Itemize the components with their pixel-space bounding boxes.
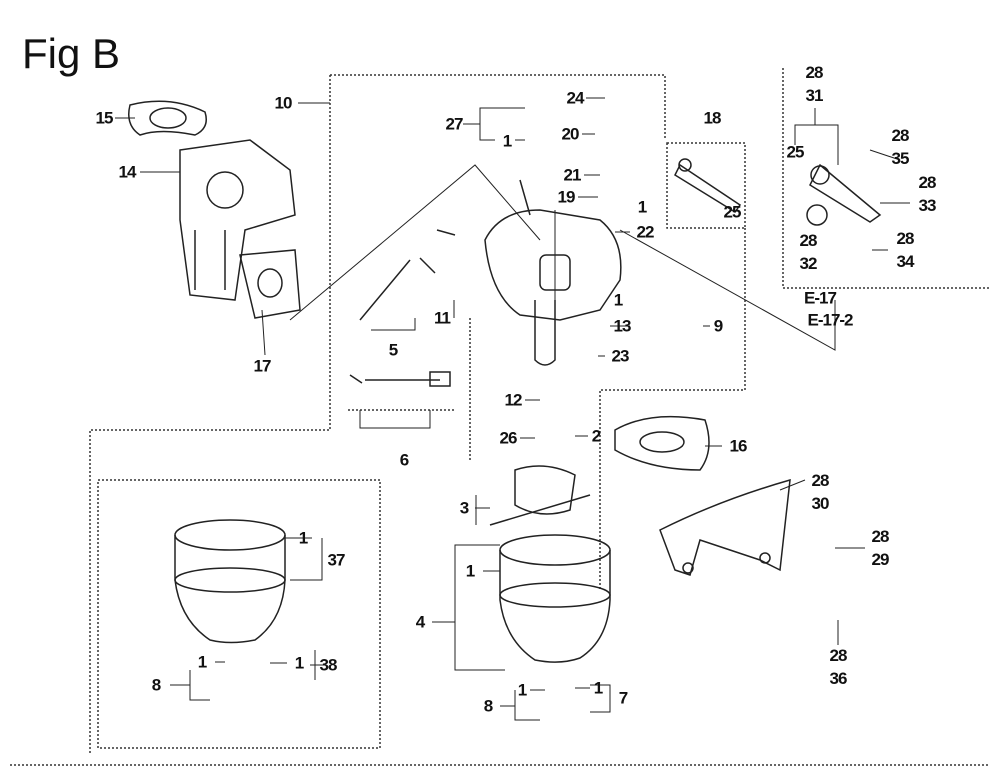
part-float-3 [489,465,591,526]
callout-bottom: 30 [811,494,830,513]
callout-25: 25 [786,142,805,162]
callout-4: 4 [415,612,426,632]
callout-1: 1 [465,561,476,581]
callout-1: 1 [517,680,528,700]
callout-1: 1 [294,653,305,673]
callout-1: 1 [593,678,604,698]
part-gasket-15 [128,100,207,136]
part-screws [349,229,456,387]
callout-24: 24 [566,88,585,108]
callout-10: 10 [274,93,293,113]
callout-1: 1 [637,197,648,217]
part-bracket-30 [659,478,791,576]
callout-17: 17 [253,356,272,376]
callout-top: 28 [896,229,915,248]
callout-1: 1 [502,131,513,151]
callout-8: 8 [483,696,494,716]
callout-2: 2 [591,426,602,446]
callout-7: 7 [618,688,629,708]
callout-1: 1 [298,528,309,548]
part-gasket-17 [239,249,301,319]
callout-bottom: 34 [896,252,915,271]
callout-1: 1 [197,652,208,672]
callout-12: 12 [504,390,523,410]
callout-top: 28 [799,231,818,250]
callout-21: 21 [563,165,582,185]
callout-bottom: 33 [918,196,937,215]
callout-20: 20 [561,124,580,144]
callout-top: 28 [805,63,824,82]
callout-top: 28 [918,173,937,192]
part-lever-18 [674,158,742,214]
callout-25: 25 [723,202,742,222]
callout-15: 15 [95,108,114,128]
callout-top: 28 [829,646,848,665]
callout-1: 1 [613,290,624,310]
part-bowl-37 [174,519,286,644]
callout-18: 18 [703,108,722,128]
callout-23: 23 [611,346,630,366]
part-lever-31 [806,163,882,226]
callout-5: 5 [388,340,399,360]
callout-38: 38 [319,655,338,675]
callout-bottom: 35 [891,149,910,168]
part-gasket-16 [614,415,710,471]
callout-13: 13 [613,316,632,336]
callout-16: 16 [729,436,748,456]
reference-e17-2[interactable]: E-17-2 [807,310,853,330]
callout-3: 3 [459,498,470,518]
reference-e17[interactable]: E-17 [804,288,837,308]
part-carburetor-body [484,179,622,366]
callout-8: 8 [151,675,162,695]
callout-bottom: 32 [799,254,818,273]
callout-9: 9 [713,316,724,336]
callout-26: 26 [499,428,518,448]
callout-22: 22 [636,222,655,242]
group-outlines [10,68,990,766]
callout-14: 14 [118,162,137,182]
figure-title: Fig B [22,30,121,77]
part-bowl-4 [499,534,611,663]
callout-bottom: 29 [871,550,890,569]
callout-top: 28 [891,126,910,145]
callout-19: 19 [557,187,576,207]
callout-bottom: 31 [805,86,824,105]
leader-lines [115,97,910,721]
callout-top: 28 [871,527,890,546]
part-insulator-14 [179,139,296,301]
callout-27: 27 [445,114,464,134]
callout-6: 6 [399,450,410,470]
callout-11: 11 [434,308,451,328]
callout-37: 37 [327,550,346,570]
callout-bottom: 36 [829,669,848,688]
callout-top: 28 [811,471,830,490]
